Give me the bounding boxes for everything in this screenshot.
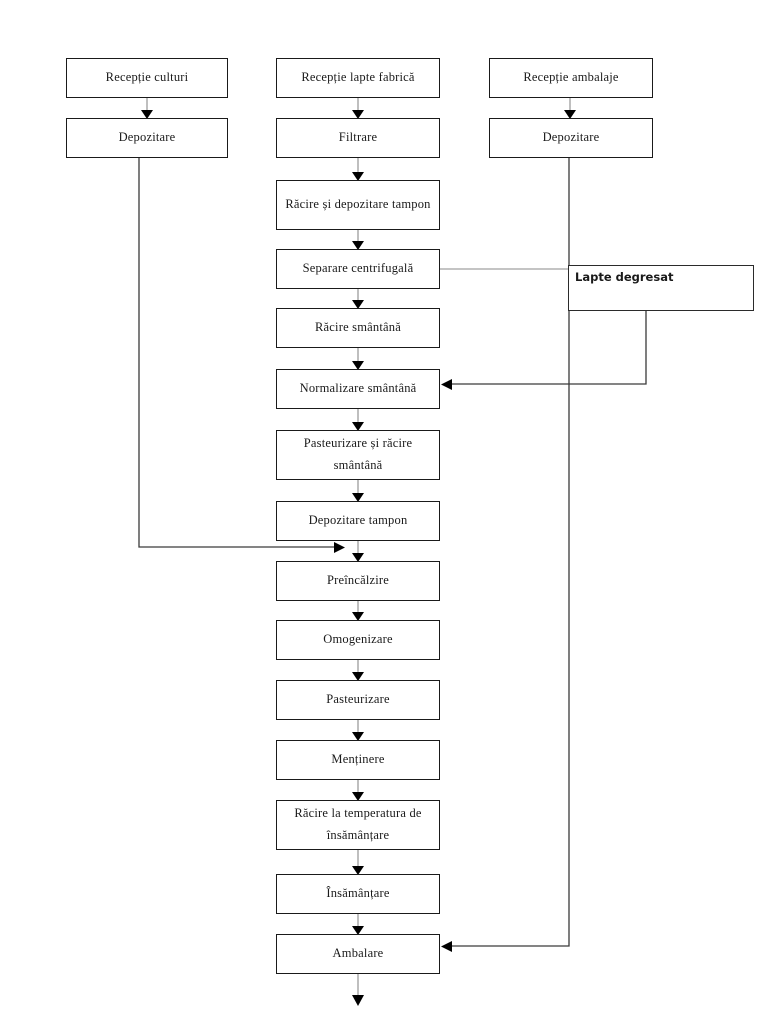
node-filtrare[interactable]: Filtrare [276,118,440,158]
arrowhead-mentinere [352,732,364,741]
node-racire-si-depozitare-tampon[interactable]: Răcire și depozitare tampon [276,180,440,230]
node-lapte-degresat[interactable]: Lapte degresat [568,265,754,311]
node-ambalare[interactable]: Ambalare [276,934,440,974]
node-racire-smantana[interactable]: Răcire smântână [276,308,440,348]
node-receptie-culturi[interactable]: Recepție culturi [66,58,228,98]
node-label: Pasteurizare [326,692,390,707]
node-label: Menținere [331,752,385,767]
arrowhead-insamantare [352,866,364,875]
node-receptie-ambalaje[interactable]: Recepție ambalaje [489,58,653,98]
arrowhead-normalizare-smantana-top [352,361,364,370]
node-label: Răcire smântână [315,320,401,335]
arrowhead-normalizare-smantana-side [441,379,452,390]
node-receptie-lapte-fabrica[interactable]: Recepție lapte fabrică [276,58,440,98]
node-label: Însămânțare [326,886,390,901]
edge-depozitare-culturi-to-preincalzire [138,158,334,548]
node-label: Omogenizare [323,632,393,647]
arrowhead-pasteurizare-racire-smantana [352,422,364,431]
arrowhead-depozitare-culturi [141,110,153,119]
arrowhead-terminal-down [352,995,364,1006]
edge-lapte-degresat-to-normalizare [452,311,647,385]
arrowhead-racire-insamantare [352,792,364,801]
node-pasteurizare[interactable]: Pasteurizare [276,680,440,720]
node-label: Normalizare smântână [299,381,417,396]
node-label: Recepție lapte fabrică [301,70,415,85]
node-label: Preîncălzire [326,573,390,588]
node-label: Răcire la temperatura de însămânțare [294,806,422,842]
node-label: Recepție ambalaje [523,70,619,85]
arrowhead-separare-centrifugala [352,241,364,250]
node-omogenizare[interactable]: Omogenizare [276,620,440,660]
arrowhead-racire-smantana [352,300,364,309]
arrowhead-omogenizare [352,612,364,621]
node-mentinere[interactable]: Menținere [276,740,440,780]
node-depozitare-ambalaje[interactable]: Depozitare [489,118,653,158]
arrowhead-ambalare [352,926,364,935]
node-insamantare[interactable]: Însămânțare [276,874,440,914]
node-racire-la-temperatura-de-insamantare[interactable]: Răcire la temperatura de însămânțare [276,800,440,850]
node-separare-centrifugala[interactable]: Separare centrifugală [276,249,440,289]
edge-depozitare-ambalaje-to-ambalare [452,158,570,947]
node-label: Filtrare [338,130,378,145]
node-label: Depozitare [118,130,176,145]
node-preincalzire[interactable]: Preîncălzire [276,561,440,601]
node-label: Ambalare [332,946,384,961]
node-depozitare-tampon[interactable]: Depozitare tampon [276,501,440,541]
arrowhead-ambalare-from-ambalaje [441,941,452,952]
arrowhead-pasteurizare [352,672,364,681]
arrowhead-depozitare-tampon [352,493,364,502]
arrowhead-racire-depozitare-tampon [352,172,364,181]
arrowhead-filtrare [352,110,364,119]
arrowhead-preincalzire [352,553,364,562]
node-label: Recepție culturi [105,70,189,85]
node-normalizare-smantana[interactable]: Normalizare smântână [276,369,440,409]
node-label: Depozitare tampon [308,513,408,528]
arrowhead-preincalzire-from-culturi [334,542,345,553]
node-depozitare-culturi[interactable]: Depozitare [66,118,228,158]
node-label: Răcire și depozitare tampon [285,197,431,212]
arrowhead-depozitare-ambalaje [564,110,576,119]
node-label: Pasteurizare și răcire smântână [303,436,413,472]
node-pasteurizare-si-racire-smantana[interactable]: Pasteurizare și răcire smântână [276,430,440,480]
node-label: Lapte degresat [575,270,674,284]
node-label: Depozitare [542,130,600,145]
node-label: Separare centrifugală [302,261,414,276]
